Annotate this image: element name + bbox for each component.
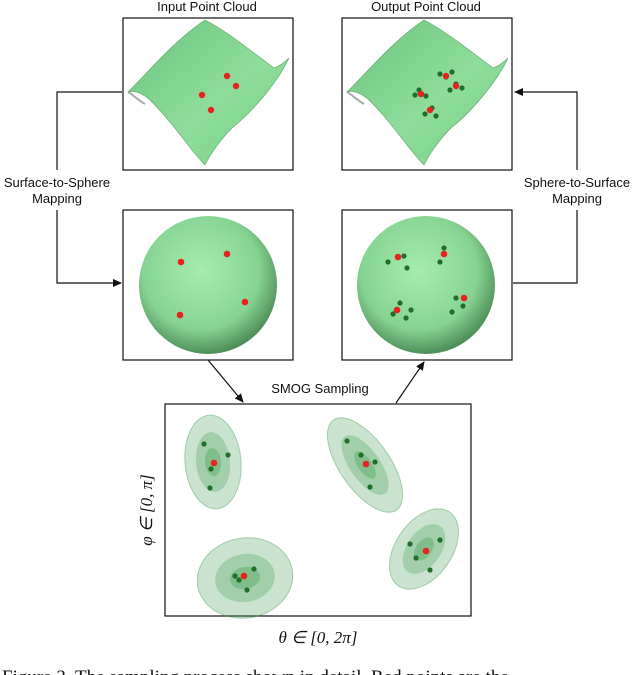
to-smog-arrow <box>207 359 244 403</box>
sampled-point <box>408 307 414 313</box>
left-mapping-label: Surface-to-Sphere <box>4 175 110 190</box>
seed-point <box>223 250 231 258</box>
surface-to-sphere-arrow <box>56 91 122 170</box>
sampled-point <box>401 253 407 259</box>
seed-point <box>394 253 402 261</box>
sampled-point <box>407 541 413 547</box>
sampled-point <box>437 71 443 77</box>
sampled-point <box>460 303 466 309</box>
seed-point <box>240 572 248 580</box>
left-mapping-label: Mapping <box>32 191 82 206</box>
sampled-point <box>201 441 207 447</box>
sampled-point <box>397 300 403 306</box>
sampled-point <box>422 111 428 117</box>
seed-point <box>393 306 401 314</box>
sampled-point <box>251 566 257 572</box>
surface-to-sphere-arrow <box>56 210 122 287</box>
seed-point <box>426 106 434 114</box>
sampled-point <box>403 315 409 321</box>
smog-title: SMOG Sampling <box>271 381 369 396</box>
sampled-point <box>423 93 429 99</box>
sampled-point <box>441 245 447 251</box>
seed-point <box>452 82 460 90</box>
sampled-point <box>390 311 396 317</box>
sampled-point <box>459 85 465 91</box>
seed-point <box>442 72 450 80</box>
sphere-to-surface-arrow <box>514 88 578 170</box>
output-sphere-panel <box>341 209 513 361</box>
theta-axis-label: θ ∈ [0, 2π] <box>279 628 358 647</box>
sphere-to-surface-arrow <box>513 210 578 284</box>
sampled-point <box>427 567 433 573</box>
smog-panel <box>164 403 472 619</box>
sampled-point <box>367 484 373 490</box>
seed-point <box>207 106 215 114</box>
sampled-point <box>225 452 231 458</box>
sampled-point <box>413 555 419 561</box>
seed-point <box>232 82 240 90</box>
sampled-point <box>358 452 364 458</box>
sampled-point <box>236 577 242 583</box>
output-surface <box>345 19 509 166</box>
seed-point <box>210 459 218 467</box>
output-surface-panel <box>341 17 513 171</box>
sampled-point <box>453 295 459 301</box>
sampled-point <box>244 587 250 593</box>
seed-point <box>241 298 249 306</box>
sampled-point <box>207 485 213 491</box>
seed-point <box>198 91 206 99</box>
sampled-point <box>447 87 453 93</box>
seed-point <box>440 250 448 258</box>
right-mapping-label: Sphere-to-Surface <box>524 175 630 190</box>
seed-point <box>362 460 370 468</box>
input-cloud-title: Input Point Cloud <box>157 0 257 14</box>
sampled-point <box>208 466 214 472</box>
from-smog-arrow <box>395 361 425 404</box>
output-sphere <box>357 216 495 354</box>
input-surface-panel <box>122 17 294 171</box>
seed-point <box>460 294 468 302</box>
sampled-point <box>412 92 418 98</box>
seed-point <box>422 547 430 555</box>
sampled-point <box>344 438 350 444</box>
seed-point <box>176 311 184 319</box>
output-cloud-title: Output Point Cloud <box>371 0 481 14</box>
figure-caption: Figure 3. The sampling process shown in … <box>2 667 509 675</box>
input-sphere-panel <box>122 209 294 361</box>
sampled-point <box>437 537 443 543</box>
sampled-point <box>449 309 455 315</box>
phi-axis-label: φ ∈ [0, π] <box>137 474 156 545</box>
seed-point <box>177 258 185 266</box>
sampled-point <box>404 265 410 271</box>
input-surface <box>126 19 290 166</box>
sampled-point <box>232 573 238 579</box>
right-mapping-label: Mapping <box>552 191 602 206</box>
input-sphere <box>139 216 277 354</box>
seed-point <box>417 90 425 98</box>
sampled-point <box>372 459 378 465</box>
sampled-point <box>385 259 391 265</box>
seed-point <box>223 72 231 80</box>
sampled-point <box>433 113 439 119</box>
sampled-point <box>449 69 455 75</box>
sampled-point <box>437 259 443 265</box>
